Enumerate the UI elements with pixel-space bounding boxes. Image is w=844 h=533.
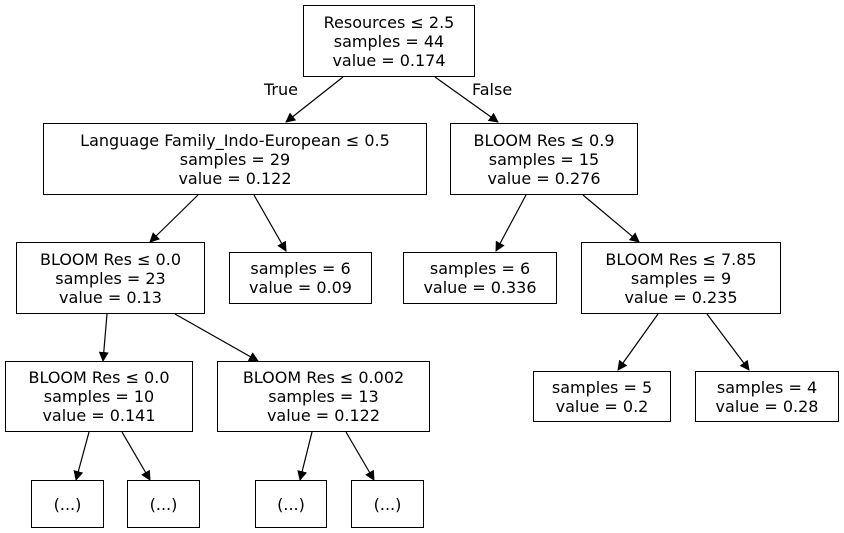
node-condition: BLOOM Res ≤ 0.002 (242, 368, 405, 387)
node-ellipsis: (...) (149, 494, 178, 514)
node-rrr: samples = 4 value = 0.28 (695, 371, 839, 422)
node-samples: samples = 29 (179, 149, 291, 169)
node-value: value = 0.28 (715, 396, 819, 416)
node-samples: samples = 6 (250, 259, 351, 278)
node-truncated-4: (...) (351, 480, 424, 528)
node-ellipsis: (...) (373, 494, 402, 514)
node-rrl: samples = 5 value = 0.2 (533, 371, 671, 422)
node-value: value = 0.2 (555, 396, 649, 416)
node-value: value = 0.235 (624, 287, 738, 307)
node-root: Resources ≤ 2.5 samples = 44 value = 0.1… (303, 5, 475, 77)
node-value: value = 0.174 (332, 50, 446, 70)
edge-ll-lll (98, 313, 109, 362)
node-truncated-1: (...) (31, 480, 104, 528)
edge-root-left (285, 76, 344, 123)
node-samples: samples = 9 (630, 268, 732, 288)
edge-left-ll (149, 194, 199, 243)
node-rl: samples = 6 value = 0.336 (403, 252, 557, 304)
node-samples: samples = 44 (333, 31, 445, 51)
edge-rr-rrr (706, 313, 750, 371)
edge-right-rl (495, 194, 527, 252)
node-left: Language Family_Indo-European ≤ 0.5 samp… (43, 123, 427, 195)
node-ll: BLOOM Res ≤ 0.0 samples = 23 value = 0.1… (16, 242, 205, 314)
node-value: value = 0.122 (266, 406, 381, 425)
node-ellipsis: (...) (277, 494, 305, 514)
node-ellipsis: (...) (53, 494, 82, 514)
edge-llr-e3 (297, 431, 313, 481)
node-llr: BLOOM Res ≤ 0.002 samples = 13 value = 0… (217, 361, 430, 432)
node-samples: samples = 6 (429, 259, 531, 278)
node-value: value = 0.09 (249, 278, 352, 297)
node-right: BLOOM Res ≤ 0.9 samples = 15 value = 0.2… (450, 123, 638, 195)
node-samples: samples = 13 (268, 387, 379, 406)
node-lr: samples = 6 value = 0.09 (229, 252, 372, 304)
edge-root-right (434, 76, 499, 123)
node-lll: BLOOM Res ≤ 0.0 samples = 10 value = 0.1… (5, 361, 193, 432)
edge-lll-e1 (73, 431, 90, 481)
node-truncated-3: (...) (255, 480, 327, 528)
node-condition: BLOOM Res ≤ 0.0 (28, 368, 170, 387)
node-samples: samples = 5 (551, 377, 653, 397)
false-edge-label: False (472, 80, 513, 99)
node-value: value = 0.13 (59, 287, 162, 307)
edge-rr-rrl (617, 313, 659, 371)
edge-llr-e4 (345, 431, 375, 481)
node-rr: BLOOM Res ≤ 7.85 samples = 9 value = 0.2… (581, 242, 781, 314)
node-value: value = 0.336 (423, 278, 537, 297)
edge-lll-e2 (121, 431, 151, 481)
node-samples: samples = 4 (716, 377, 818, 397)
node-samples: samples = 15 (488, 149, 600, 169)
true-edge-label: True (264, 80, 298, 99)
node-samples: samples = 10 (43, 387, 155, 406)
edge-left-lr (253, 194, 287, 252)
node-samples: samples = 23 (55, 268, 166, 288)
node-value: value = 0.122 (178, 168, 292, 188)
node-condition: BLOOM Res ≤ 7.85 (605, 249, 757, 269)
node-value: value = 0.141 (42, 406, 156, 425)
edge-right-rr (582, 194, 640, 243)
node-condition: Language Family_Indo-European ≤ 0.5 (80, 130, 390, 150)
node-condition: BLOOM Res ≤ 0.9 (473, 130, 615, 150)
node-value: value = 0.276 (487, 168, 601, 188)
node-truncated-2: (...) (127, 480, 200, 528)
node-condition: BLOOM Res ≤ 0.0 (40, 249, 181, 269)
edge-ll-llr (174, 313, 259, 362)
node-condition: Resources ≤ 2.5 (323, 12, 455, 32)
